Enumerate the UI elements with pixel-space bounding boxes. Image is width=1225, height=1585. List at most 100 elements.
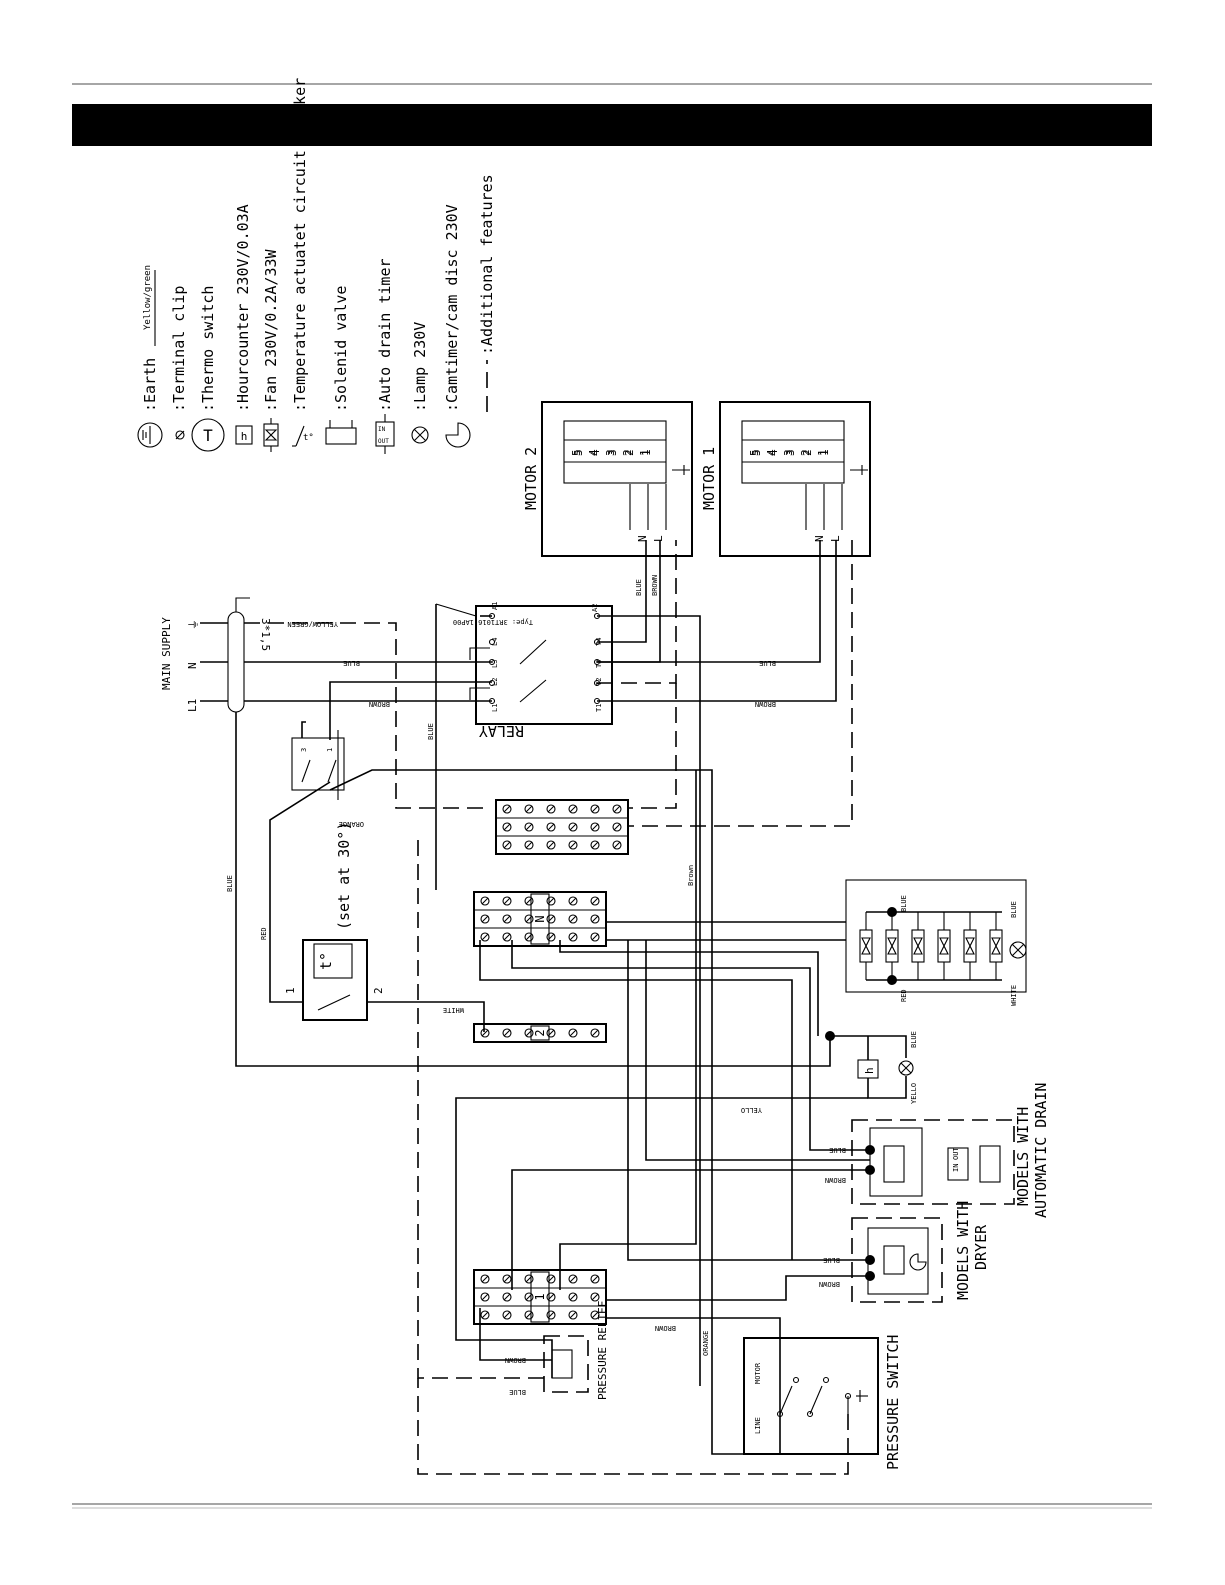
pressure-switch: MOTOR LINE PRESSURE SWITCH <box>743 1335 902 1470</box>
motor-1-label: MOTOR 1 <box>700 447 718 510</box>
relay-l2: L2 <box>491 678 499 686</box>
wire-brown-1: BROWN <box>369 700 390 708</box>
dryer-module: MODELS WITH DRYER <box>851 1201 990 1303</box>
hourcounter-symbol: h <box>241 430 248 443</box>
fan-icon <box>885 912 899 980</box>
motor-2-terminal-number: 4 <box>589 449 602 456</box>
lamp-icon <box>411 426 429 444</box>
dryer-label-2: DRYER <box>972 1224 990 1270</box>
legend-fan: :Fan 230V/0.2A/33W <box>262 248 280 412</box>
wire-white-1: WHITE <box>443 1006 464 1014</box>
motor-1-terminal-number: 3 <box>784 449 797 456</box>
legend-tcb: :Temperature actuatet circuit breaker <box>291 78 309 412</box>
main-supply: MAIN SUPPLY ⏚ N L1 3*1,5 <box>160 597 272 713</box>
wire-blue-3: BLUE <box>427 723 435 740</box>
relay-l3: L3 <box>491 660 499 668</box>
motor-2-terminal-number: 3 <box>604 449 617 456</box>
pressure-switch-label: PRESSURE SWITCH <box>884 1335 902 1470</box>
wire-brown-drain: BROWN <box>825 1176 846 1184</box>
motor-1-terminal-number: 4 <box>767 449 780 456</box>
switch-3: 3 <box>300 748 308 752</box>
legend-earth: :Earth <box>141 358 159 412</box>
fan-icon <box>937 912 951 980</box>
wire-blue-4: BLUE <box>226 875 234 892</box>
relay: RELAY Type: 3RT1016-1AP00 A1 A2 L1 L2 L3… <box>435 602 613 890</box>
fan-icon <box>263 418 279 452</box>
tcb-deg: t° <box>317 952 335 970</box>
earth-wire <box>244 622 490 809</box>
fan-icon <box>859 912 873 980</box>
fan-group <box>845 879 1027 993</box>
wire-brown-2: BROWN <box>755 700 776 708</box>
pressure-relief-label: PRESSURE RELIEF <box>596 1301 609 1400</box>
earth-symbol-icon <box>137 422 163 448</box>
wire-orange-1: ORANGE <box>339 820 364 828</box>
fans <box>859 912 1003 980</box>
tcb-pin-1: 1 <box>284 987 297 994</box>
header-bar <box>72 104 1152 146</box>
legend-solenoid: :Solenid valve <box>332 286 350 412</box>
wire-yellow-green: YELLOW/GREEN <box>287 620 338 628</box>
tcb-set-at: (set at 30°) <box>335 822 353 930</box>
neutral-terminal-block: N <box>473 891 607 947</box>
dryer-label-1: MODELS WITH <box>954 1201 972 1300</box>
wire-red-fan: RED <box>900 989 908 1002</box>
motor-2-terminal-number: 4 <box>587 449 600 456</box>
motor-switch: 3 1 <box>291 721 345 800</box>
switch-1: 1 <box>326 748 334 752</box>
motor-1-l: L <box>829 535 842 542</box>
motor-1-n: N <box>813 535 826 542</box>
main-supply-label: MAIN SUPPLY <box>160 617 173 690</box>
hourcounter-lamp: h <box>455 1031 914 1378</box>
solenoid-valve-icon <box>325 420 357 445</box>
wire-brown-lc: Brown <box>687 865 695 886</box>
relay-label: RELAY <box>479 722 524 740</box>
earth-terminal-block <box>495 799 629 855</box>
wire-white-lamp: WHITE <box>1010 985 1018 1006</box>
motor-1-terminal-number: 2 <box>799 449 812 456</box>
hourcounter-h: h <box>863 1067 876 1074</box>
thermo-switch-icon: T <box>191 418 225 452</box>
hourcounter-icon: h <box>235 425 253 445</box>
motor-2-terminal-number: 3 <box>606 449 619 456</box>
pressure-relief: PRESSURE RELIEF <box>543 1301 609 1400</box>
wire-red-1: RED <box>260 927 268 940</box>
supply-earth-symbol-icon: ⏚ <box>187 619 200 630</box>
motor-2: MOTOR 2 N L <box>522 401 693 557</box>
legend-camtimer: :Camtimer/cam disc 230V <box>443 204 461 412</box>
relay-a1: A1 <box>491 602 499 610</box>
legend: T h t° IN OUT <box>137 78 496 454</box>
legend-lamp: :Lamp 230V <box>411 322 429 412</box>
supply-l1-label: L1 <box>186 699 199 712</box>
wire-blue-fan: BLUE <box>900 895 908 912</box>
motor-1: MOTOR 1 N L <box>700 401 871 557</box>
motor-1-terminal-number: 4 <box>765 449 778 456</box>
legend-earth-wire: Yellow/green <box>143 265 153 330</box>
legend-hourcounter: :Hourcounter 230V/0.03A <box>234 204 252 412</box>
auto-drain-in: IN <box>378 426 386 433</box>
auto-drain-label-2: AUTOMATIC DRAIN <box>1032 1083 1050 1218</box>
legend-terminal-clip: :Terminal clip <box>170 286 188 412</box>
legend-auto-drain: :Auto drain timer <box>376 258 394 412</box>
legend-additional: :Additional features <box>478 174 496 355</box>
auto-drain-timer-icon: IN OUT <box>375 414 395 454</box>
relay-a2: A2 <box>591 604 599 612</box>
terminal-blocks: N21 <box>473 799 629 1325</box>
motor-2-terminal-number: 2 <box>623 449 636 456</box>
relay-l1: L1 <box>491 704 499 712</box>
wire-blue-dryer: BLUE <box>823 1256 840 1264</box>
fan-icon <box>963 912 977 980</box>
motor-2-l: L <box>652 535 665 542</box>
ps-motor: MOTOR <box>754 1362 762 1384</box>
tcb-symbol: t° <box>303 433 314 443</box>
automatic-drain-module: IN OUT MODELS WITH AUTOMATIC DRAIN <box>851 1083 1050 1218</box>
wire-orange-2: ORANGE <box>702 1331 710 1356</box>
relay-type: Type: 3RT1016-1AP00 <box>453 618 533 626</box>
drain-in: IN <box>952 1164 960 1172</box>
motor-2-terminal-number: 5 <box>572 449 585 456</box>
motor-2-label: MOTOR 2 <box>522 447 540 510</box>
wire-yello-hc: YELLO <box>910 1083 918 1104</box>
motor-1-terminal-number: 1 <box>816 449 829 456</box>
thermo-symbol: T <box>203 426 213 445</box>
